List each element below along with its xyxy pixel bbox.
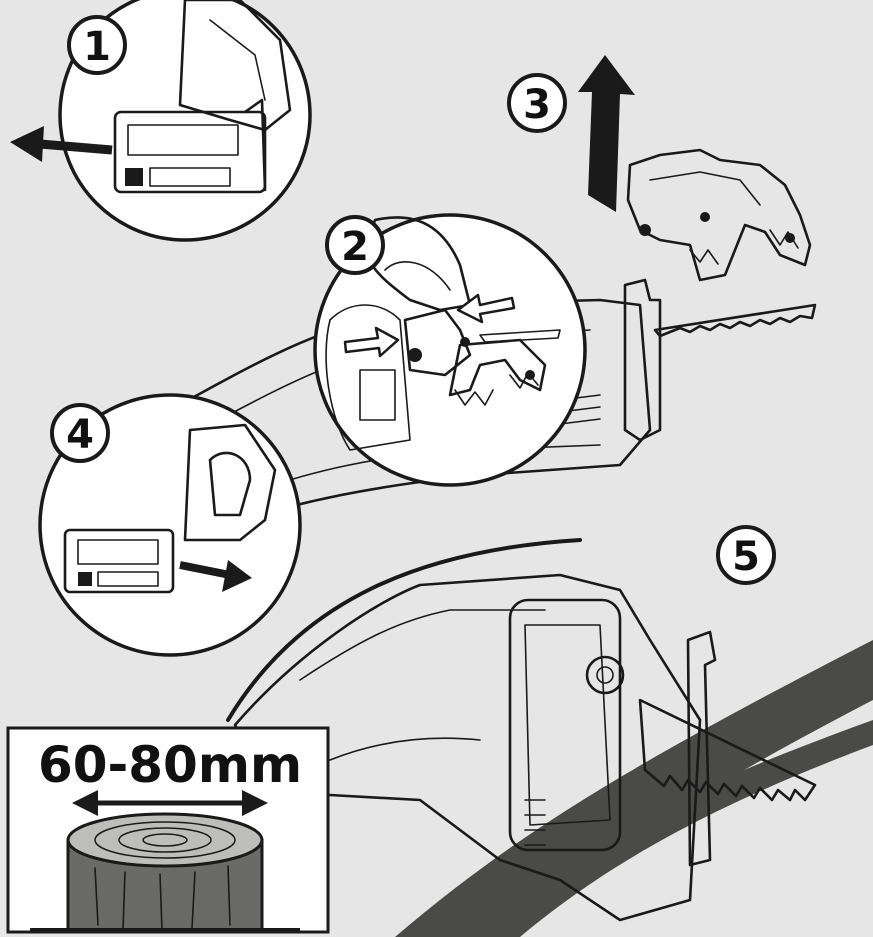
svg-text:5: 5 — [732, 534, 760, 580]
arrow-left-icon — [10, 126, 113, 162]
step-badge-2: 2 — [325, 215, 385, 275]
step-badge-1: 1 — [67, 15, 127, 75]
arrow-up-icon — [578, 55, 635, 212]
diameter-label: 60-80mm — [38, 736, 302, 794]
step-badge-3: 3 — [507, 73, 567, 133]
step3-jaw — [578, 55, 812, 282]
diameter-inset: 60-80mm — [6, 726, 330, 934]
step4-panel — [38, 393, 302, 657]
log-stump — [30, 812, 300, 934]
svg-text:2: 2 — [341, 224, 369, 270]
step5-saw — [226, 538, 873, 937]
svg-text:1: 1 — [83, 24, 111, 70]
branch — [395, 640, 873, 937]
step1-panel — [10, 0, 312, 242]
svg-text:3: 3 — [523, 82, 551, 128]
step-badge-5: 5 — [716, 525, 776, 585]
press-arrow-right-icon — [456, 293, 516, 324]
step-badge-4: 4 — [50, 403, 110, 463]
double-arrow-icon — [72, 790, 268, 816]
press-arrow-left-icon — [343, 326, 400, 358]
arrow-right-icon — [179, 560, 252, 592]
svg-text:4: 4 — [66, 412, 94, 458]
step2-panel — [313, 213, 587, 487]
